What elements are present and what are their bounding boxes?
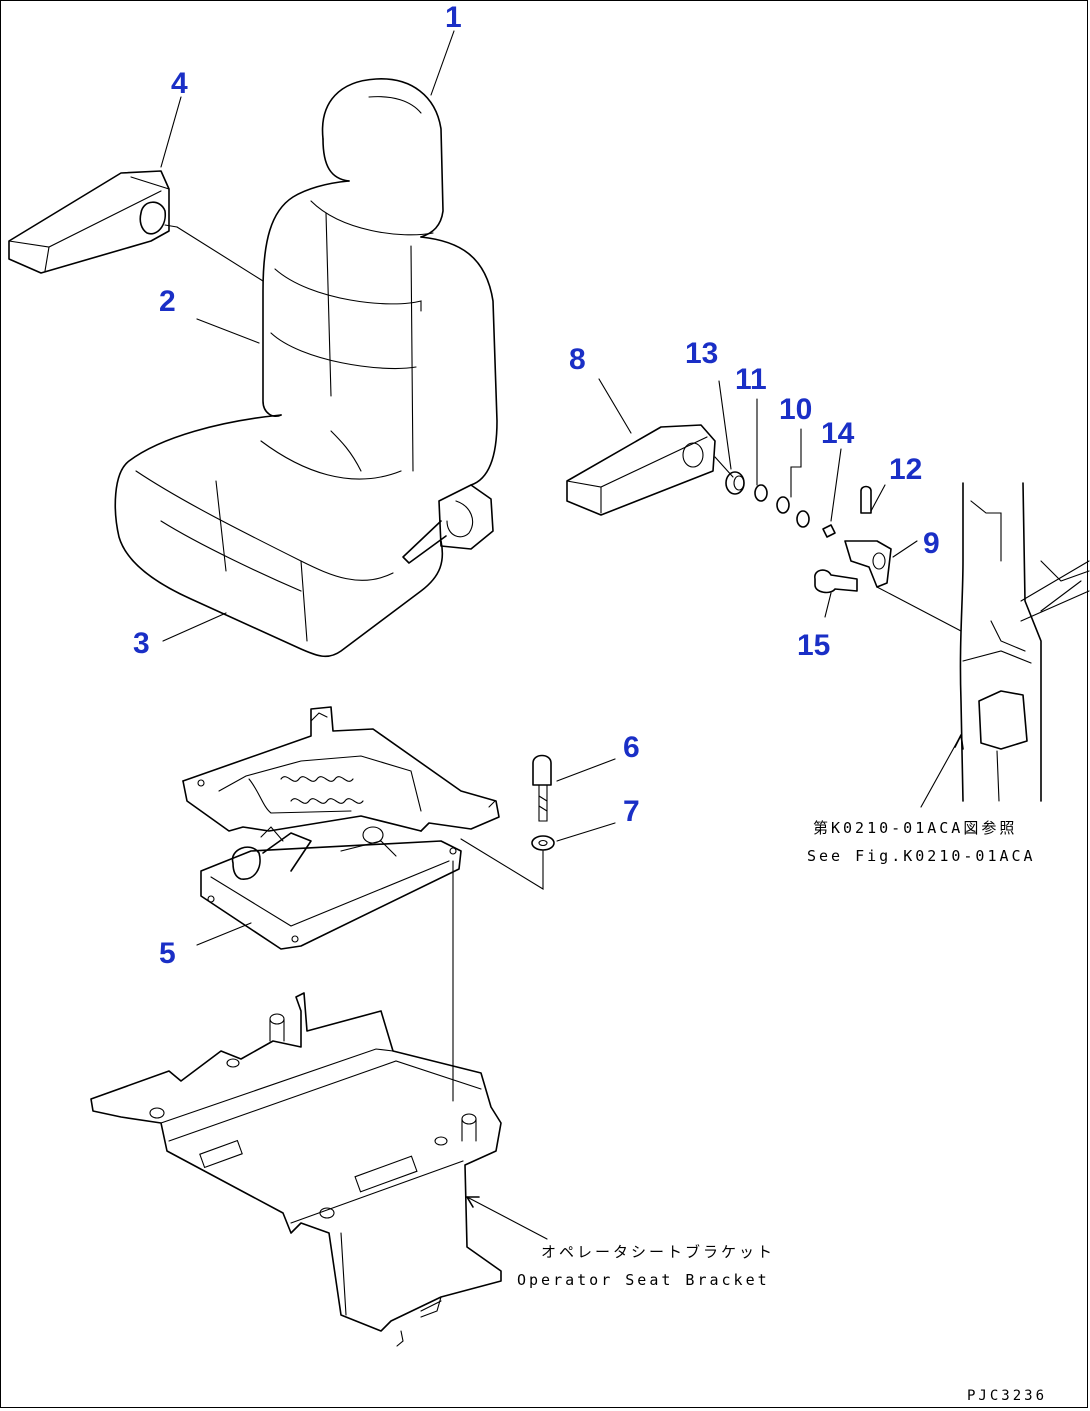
callout-3: 3 bbox=[133, 627, 150, 660]
callout-1: 1 bbox=[445, 1, 462, 34]
seat-bracket bbox=[90, 992, 548, 1347]
callout-6: 6 bbox=[623, 731, 640, 764]
suspension bbox=[182, 706, 616, 1102]
callout-4: 4 bbox=[171, 67, 188, 100]
callout-10: 10 bbox=[779, 393, 813, 426]
callout-11: 11 bbox=[735, 363, 767, 396]
bracket-label-en: Operator Seat Bracket bbox=[517, 1271, 770, 1289]
armrest-right bbox=[566, 378, 962, 632]
see-fig-note-en: See Fig.K0210-01ACA bbox=[807, 847, 1036, 865]
callout-14: 14 bbox=[821, 417, 855, 450]
callout-15: 15 bbox=[797, 629, 831, 662]
drawing-code: PJC3236 bbox=[967, 1388, 1048, 1404]
callout-13: 13 bbox=[685, 337, 719, 370]
callout-5: 5 bbox=[159, 937, 176, 970]
seat-assembly bbox=[114, 30, 498, 658]
bracket-label-jp: オペレータシートブラケット bbox=[541, 1243, 776, 1261]
armrest-left bbox=[8, 96, 264, 282]
callout-7: 7 bbox=[623, 795, 640, 828]
callout-8: 8 bbox=[569, 343, 586, 376]
cab-pillar bbox=[920, 482, 1090, 808]
see-fig-note-jp: 第K0210-01ACA図参照 bbox=[813, 819, 1018, 837]
callout-2: 2 bbox=[159, 285, 176, 318]
callout-12: 12 bbox=[889, 453, 923, 486]
callout-9: 9 bbox=[923, 527, 940, 560]
